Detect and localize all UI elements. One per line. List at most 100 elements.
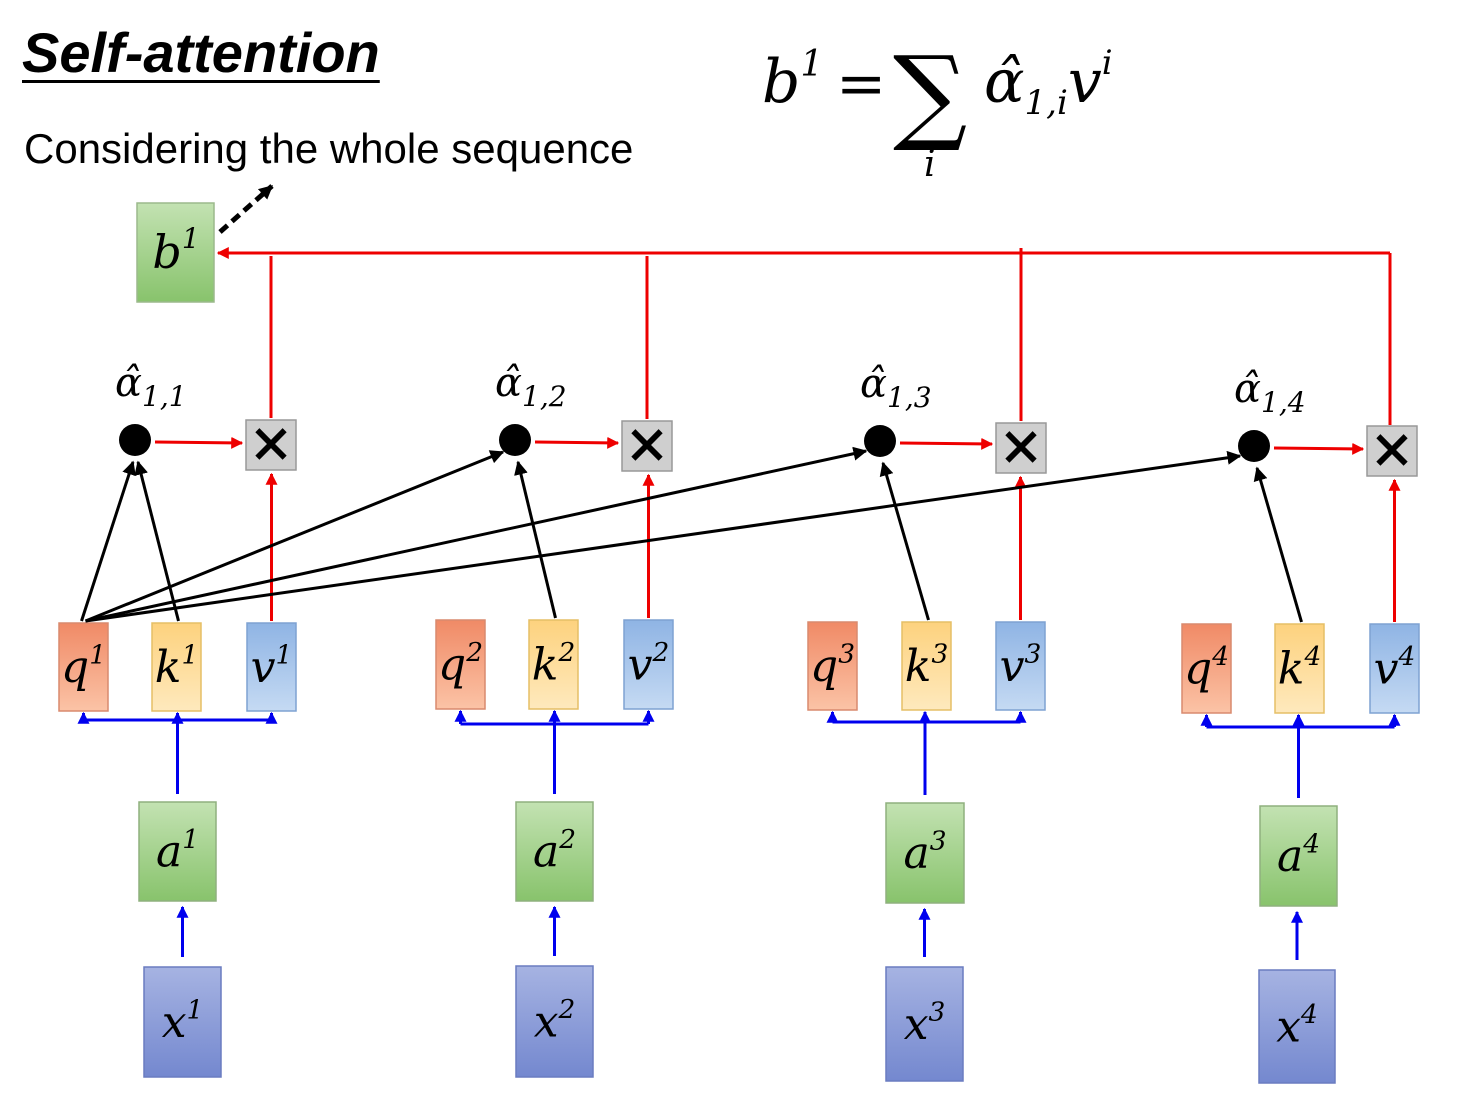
input-x2: x2 xyxy=(515,965,594,1078)
alpha-label-1: α̂1,1 xyxy=(115,360,187,413)
embedding-a1-rect xyxy=(138,801,217,902)
key-to-score-arrow-3 xyxy=(879,461,930,621)
input-x2-rect xyxy=(515,965,594,1078)
query-q2-rect xyxy=(435,619,486,710)
embedding-a3-rect xyxy=(885,802,965,904)
alpha-symbol-1: α̂ xyxy=(115,360,142,406)
input-x2-sup: 2 xyxy=(558,994,576,1025)
output-box: b1 xyxy=(136,202,215,303)
key-k1-rect xyxy=(151,622,202,712)
value-v1-rect xyxy=(246,622,297,712)
key-k3-label: k3 xyxy=(905,638,948,691)
value-v3: v3 xyxy=(995,621,1046,711)
alpha-label-4: α̂1,4 xyxy=(1234,366,1306,419)
subtitle: Considering the whole sequence xyxy=(24,125,634,172)
svg-text:b1: b1 xyxy=(762,44,823,117)
embedding-a4-rect xyxy=(1259,805,1338,907)
formula: b1 = ∑ i α̂1,ivi xyxy=(762,33,1113,185)
input-x2-label: x2 xyxy=(534,994,576,1047)
key-k3: k3 xyxy=(901,621,952,711)
key-k2-label: k2 xyxy=(532,637,575,690)
value-v4: v4 xyxy=(1369,623,1420,714)
multiply-node-1: × xyxy=(245,410,297,474)
query-q4-sup: 4 xyxy=(1211,641,1229,672)
attention-score-dot-1 xyxy=(119,424,151,456)
key-k4-sup: 4 xyxy=(1303,641,1321,672)
attention-arrows xyxy=(80,446,1242,623)
query-q2-symbol: q xyxy=(438,639,466,690)
input-x3-label: x3 xyxy=(904,996,946,1049)
query-q1-symbol: q xyxy=(61,642,89,693)
alpha-label-2: α̂1,2 xyxy=(495,360,567,413)
value-v4-symbol: v xyxy=(1374,643,1399,694)
alpha-symbol-3: α̂ xyxy=(860,361,887,407)
query-q2-label: q2 xyxy=(438,637,483,690)
alpha-symbol-4: α̂ xyxy=(1234,366,1261,412)
key-k3-symbol: k xyxy=(905,641,932,692)
value-v1-sup: 1 xyxy=(276,639,293,670)
multiply-symbol-1: × xyxy=(248,410,293,474)
input-x4-sup: 4 xyxy=(1300,999,1318,1030)
value-v4-rect xyxy=(1369,623,1420,714)
query-q3: q3 xyxy=(807,621,858,711)
svg-text:α̂1,ivi: α̂1,ivi xyxy=(984,43,1113,123)
input-x4-rect xyxy=(1258,969,1336,1084)
embedding-a4-sup: 4 xyxy=(1302,828,1320,859)
output-sup: 1 xyxy=(182,222,200,255)
q1-to-score-1 xyxy=(80,460,136,622)
query-q1-sup: 1 xyxy=(89,639,106,670)
formula-term: α̂ xyxy=(984,47,1025,117)
multiply-node-4: × xyxy=(1366,416,1418,480)
query-q3-symbol: q xyxy=(810,641,838,692)
alpha-sub-2: 1,2 xyxy=(522,380,567,413)
input-x1-symbol: x xyxy=(162,997,187,1048)
query-q4-symbol: q xyxy=(1184,643,1212,694)
embedding-a2-sup: 2 xyxy=(558,824,576,855)
key-to-score-arrow-4 xyxy=(1253,466,1303,623)
sum-index: i xyxy=(924,144,936,185)
embedding-a1-label: a1 xyxy=(156,824,199,877)
value-v1-symbol: v xyxy=(251,642,276,693)
embedding-a1-symbol: a xyxy=(156,826,182,877)
formula-lhs: b xyxy=(762,47,800,117)
value-v3-symbol: v xyxy=(1000,641,1025,692)
value-v3-sup: 3 xyxy=(1025,638,1042,669)
key-to-score-arrow-1 xyxy=(134,460,180,622)
value-v3-label: v3 xyxy=(1000,638,1042,691)
key-k2-symbol: k xyxy=(532,639,559,690)
sum-bus xyxy=(216,247,1392,425)
key-k2: k2 xyxy=(528,619,579,710)
formula-value-sup: i xyxy=(1102,43,1113,83)
dashed-arrow xyxy=(218,184,274,234)
input-x3-sup: 3 xyxy=(929,996,946,1027)
input-x1: x1 xyxy=(143,966,222,1078)
value-v3-rect xyxy=(995,621,1046,711)
value-v2: v2 xyxy=(623,619,674,710)
key-to-score-arrow-2 xyxy=(514,460,557,619)
multiply-symbol-4: × xyxy=(1369,416,1414,480)
alpha-label-3: α̂1,3 xyxy=(860,361,932,414)
query-q4: q4 xyxy=(1181,623,1232,714)
key-k1-symbol: k xyxy=(155,642,182,693)
input-x1-sup: 1 xyxy=(187,994,204,1025)
attention-score-dot-4 xyxy=(1238,430,1270,462)
embedding-a1: a1 xyxy=(138,801,217,902)
alpha-sub-4: 1,4 xyxy=(1261,386,1306,419)
input-x4: x4 xyxy=(1258,969,1336,1084)
query-q4-rect xyxy=(1181,623,1232,714)
query-q4-label: q4 xyxy=(1184,641,1229,694)
multiply-box-4 xyxy=(1366,425,1418,477)
score-to-multiply-arrow-2 xyxy=(534,436,620,449)
query-q2-sup: 2 xyxy=(465,637,483,668)
query-q3-label: q3 xyxy=(810,638,855,691)
attention-score-dot-3 xyxy=(864,425,896,457)
q1-to-score-4 xyxy=(85,450,1242,623)
embedding-a3-label: a3 xyxy=(903,825,946,878)
multiply-box-2 xyxy=(621,420,673,472)
key-k1-label: k1 xyxy=(155,639,198,692)
embedding-a4-symbol: a xyxy=(1277,831,1303,882)
